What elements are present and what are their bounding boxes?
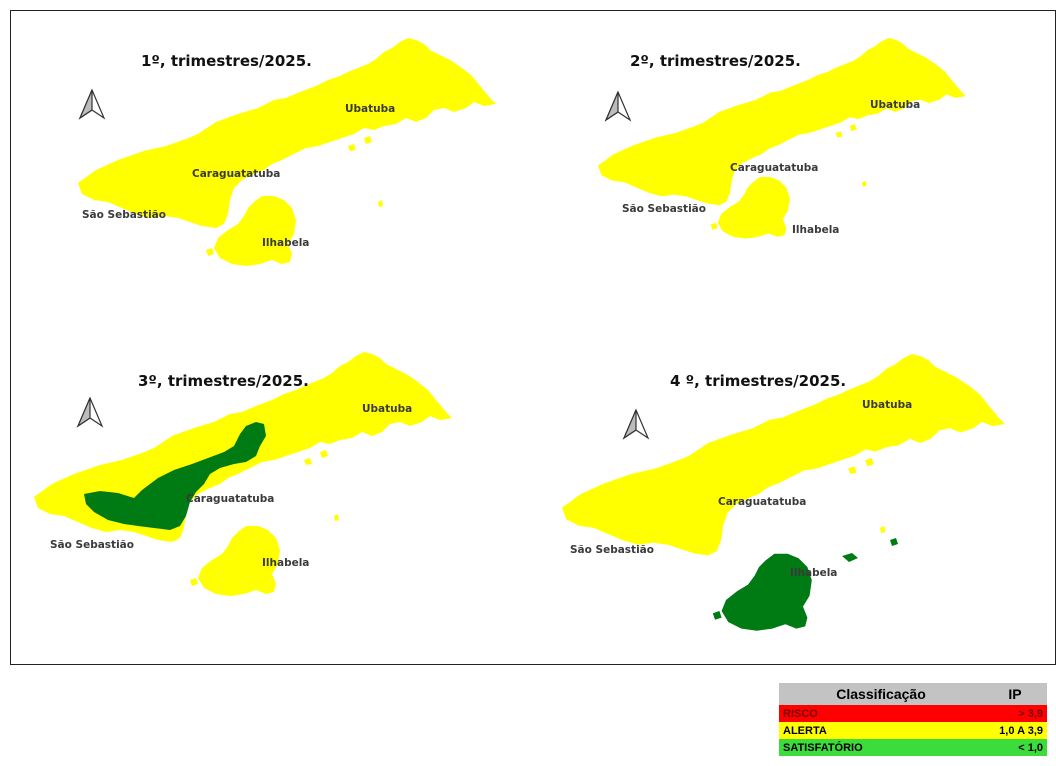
legend-row-risco: RISCO > 3,9 bbox=[779, 705, 1047, 722]
legend-table: Classificação IP RISCO > 3,9 ALERTA 1,0 … bbox=[779, 683, 1047, 756]
map-panel-4: 4 º, trimestres/2025. Ubatuba Caraguatat… bbox=[562, 354, 1006, 631]
label-ubatuba: Ubatuba bbox=[870, 99, 920, 111]
map-panel-2: 2º, trimestres/2025. Ubatuba Caraguatatu… bbox=[598, 38, 966, 239]
label-ilhabela: Ilhabela bbox=[262, 557, 309, 569]
label-ilhabela: Ilhabela bbox=[790, 567, 837, 579]
legend-value: < 1,0 bbox=[983, 739, 1047, 756]
legend-value: > 3,9 bbox=[983, 705, 1047, 722]
map-title: 3º, trimestres/2025. bbox=[138, 372, 309, 390]
legend-value: 1,0 A 3,9 bbox=[983, 722, 1047, 739]
map-panel-1: 1º, trimestres/2025. Ubatuba Caraguatatu… bbox=[78, 38, 496, 266]
north-arrow-icon bbox=[78, 88, 106, 120]
legend-label: RISCO bbox=[779, 705, 983, 722]
legend-row-alerta: ALERTA 1,0 A 3,9 bbox=[779, 722, 1047, 739]
label-sao-sebastiao: São Sebastião bbox=[82, 209, 166, 221]
label-caraguatatuba: Caraguatatuba bbox=[718, 496, 806, 508]
map-panel-3: 3º, trimestres/2025. Ubatuba Caraguatatu… bbox=[34, 352, 452, 596]
legend-label: ALERTA bbox=[779, 722, 983, 739]
legend-header: Classificação IP bbox=[779, 683, 1047, 705]
legend-label: SATISFATÓRIO bbox=[779, 739, 983, 756]
legend-header-ip: IP bbox=[983, 683, 1047, 705]
map-title: 1º, trimestres/2025. bbox=[141, 52, 312, 70]
label-caraguatatuba: Caraguatatuba bbox=[192, 168, 280, 180]
legend: Classificação IP RISCO > 3,9 ALERTA 1,0 … bbox=[779, 683, 1056, 766]
map-title: 4 º, trimestres/2025. bbox=[670, 372, 846, 390]
ilhabela-region bbox=[712, 553, 812, 631]
legend-row-satisfatorio: SATISFATÓRIO < 1,0 bbox=[779, 739, 1047, 756]
label-ilhabela: Ilhabela bbox=[792, 224, 839, 236]
label-sao-sebastiao: São Sebastião bbox=[50, 539, 134, 551]
north-arrow-icon bbox=[622, 408, 650, 440]
islet-region bbox=[842, 538, 898, 562]
label-caraguatatuba: Caraguatatuba bbox=[730, 162, 818, 174]
label-sao-sebastiao: São Sebastião bbox=[570, 544, 654, 556]
label-ubatuba: Ubatuba bbox=[345, 103, 395, 115]
label-sao-sebastiao: São Sebastião bbox=[622, 203, 706, 215]
label-ubatuba: Ubatuba bbox=[862, 399, 912, 411]
label-ubatuba: Ubatuba bbox=[362, 403, 412, 415]
north-arrow-icon bbox=[76, 396, 104, 428]
north-arrow-icon bbox=[604, 90, 632, 122]
label-caraguatatuba: Caraguatatuba bbox=[186, 493, 274, 505]
label-ilhabela: Ilhabela bbox=[262, 237, 309, 249]
legend-header-classificacao: Classificação bbox=[779, 683, 983, 705]
map-title: 2º, trimestres/2025. bbox=[630, 52, 801, 70]
